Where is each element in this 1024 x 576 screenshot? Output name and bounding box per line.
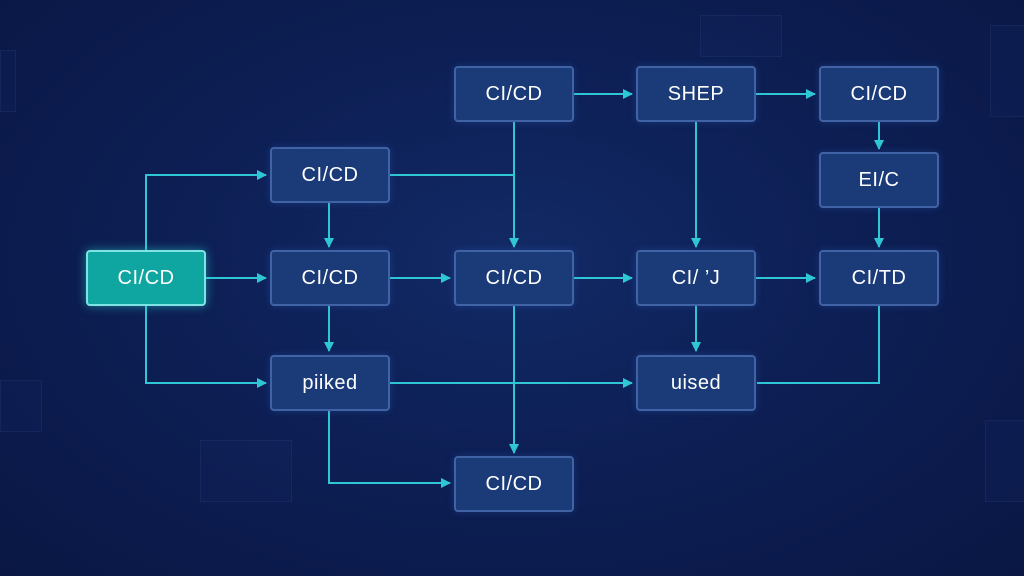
node-ci-cd-upper-left[interactable]: CI/CD [270,147,390,203]
connector-n6-n11 [145,306,267,388]
decor-panel [700,15,782,57]
decor-panel [0,380,42,432]
node-uised[interactable]: uised [636,355,756,411]
node-ci-td[interactable]: CI/TD [819,250,939,306]
decor-panel [0,50,16,112]
connector-n6-n4 [145,170,267,250]
node-ci-cd-top-right[interactable]: CI/CD [819,66,939,122]
connector-n10-n12 [757,306,880,384]
node-ei-c[interactable]: EI/C [819,152,939,208]
node-shep[interactable]: SHEP [636,66,756,122]
node-ci-j[interactable]: CI/ ’J [636,250,756,306]
node-ci-cd-top[interactable]: CI/CD [454,66,574,122]
decor-panel [200,440,292,502]
node-ci-cd-bottom[interactable]: CI/CD [454,456,574,512]
decor-panel [985,420,1024,502]
node-ci-cd-mid-2[interactable]: CI/CD [454,250,574,306]
node-piiked[interactable]: piiked [270,355,390,411]
connector-n11-n13 [328,410,451,488]
node-ci-cd-mid-1[interactable]: CI/CD [270,250,390,306]
decor-panel [990,25,1024,117]
node-ci-cd-start[interactable]: CI/CD [86,250,206,306]
